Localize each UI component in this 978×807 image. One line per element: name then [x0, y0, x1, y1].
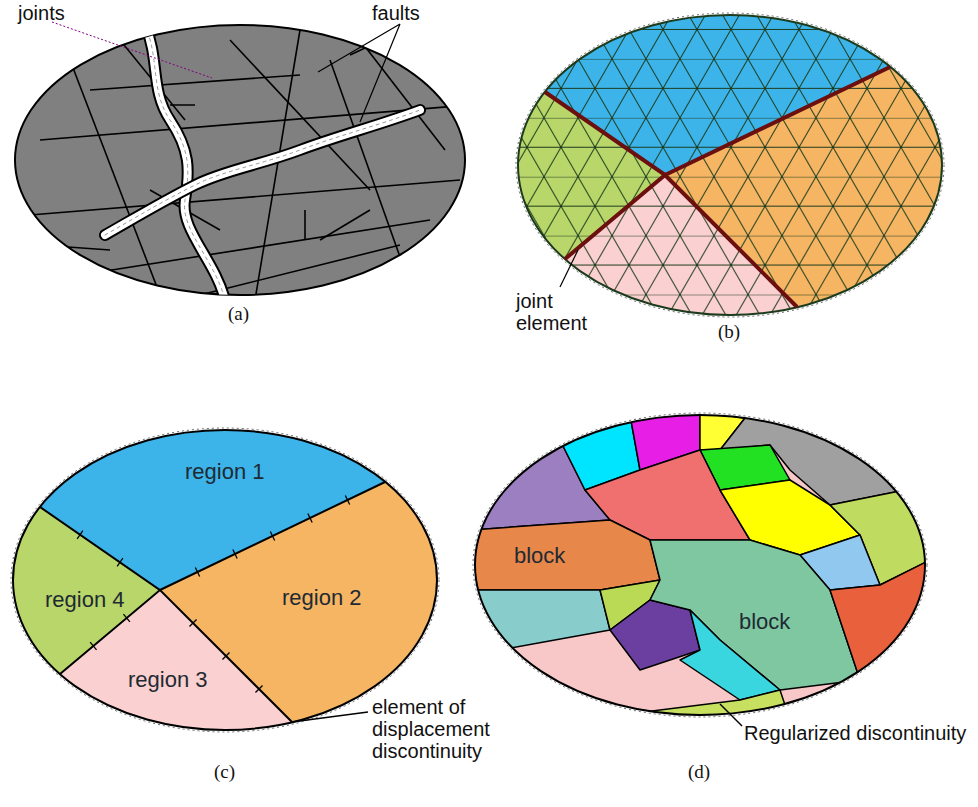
panel-caption: (c) — [214, 762, 235, 783]
element-tick — [195, 567, 199, 576]
element-tick — [233, 549, 237, 558]
region-label: block — [514, 543, 565, 569]
region: region 1 — [181, 457, 269, 487]
callout-label: joint element — [516, 290, 596, 334]
region-label: region 4 — [45, 587, 125, 613]
rock-mass — [15, 22, 470, 300]
element-tick — [308, 513, 312, 522]
element-tick — [77, 531, 83, 539]
bem-regions — [11, 428, 439, 732]
callout-label: joints — [18, 2, 65, 24]
region: region 3 — [124, 665, 212, 695]
region: region 4 — [41, 585, 129, 615]
element-tick — [90, 642, 96, 650]
region-label: region 2 — [282, 585, 362, 611]
fem-mesh — [510, 10, 950, 320]
panel-caption: (d) — [688, 762, 710, 783]
block: block — [735, 607, 794, 637]
element-tick — [117, 558, 123, 566]
region: region 2 — [278, 583, 366, 613]
dem-blocks — [470, 410, 930, 726]
element-tick — [345, 495, 349, 504]
element-tick — [270, 531, 274, 540]
element-tick — [189, 619, 196, 626]
region-label: region 1 — [185, 459, 265, 485]
region-label: region 3 — [128, 667, 208, 693]
callout-label: element of displacement discontinuity — [372, 696, 537, 762]
element-tick — [222, 652, 229, 659]
callout-label: faults — [372, 2, 420, 24]
panel-caption: (b) — [718, 322, 740, 343]
element-tick — [123, 614, 129, 622]
callout-label: Regularized discontinuity — [744, 722, 966, 744]
region-label: block — [739, 609, 790, 635]
element-tick — [255, 685, 262, 692]
panel-caption: (a) — [228, 304, 249, 325]
block: block — [510, 541, 569, 571]
